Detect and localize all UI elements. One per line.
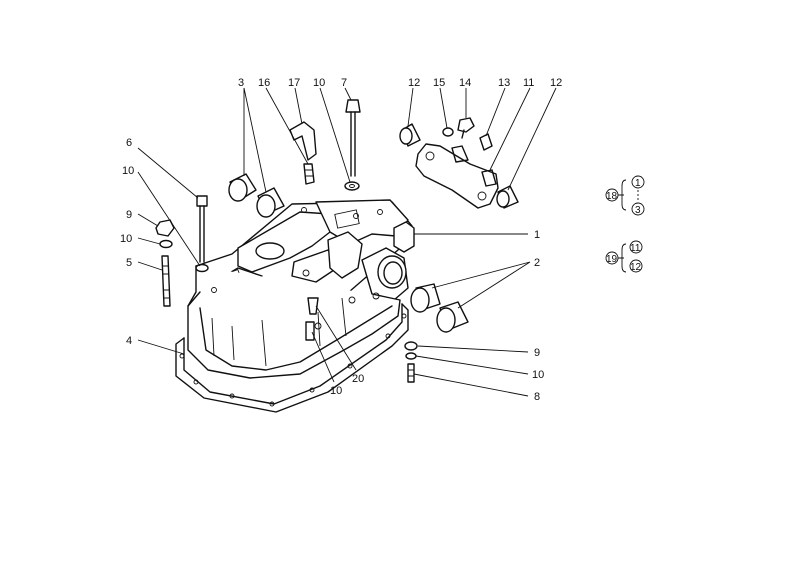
- callout-9: 9: [126, 209, 132, 221]
- assembly-ref: 18: [606, 191, 618, 202]
- stud-8: [407, 363, 415, 383]
- callout-11: 11: [523, 77, 534, 89]
- callout-10: 10: [313, 77, 325, 89]
- washer-10-bolt6: [195, 263, 209, 273]
- washer-10-top: [344, 181, 360, 191]
- nipple-16: [303, 163, 315, 185]
- callout-6: 6: [126, 137, 132, 149]
- callout-2: 2: [534, 257, 540, 269]
- stud-5: [161, 255, 171, 307]
- screw-20: [307, 297, 319, 315]
- bush-2b: [436, 301, 469, 333]
- callout-14: 14: [459, 77, 471, 89]
- washer-15: [442, 127, 454, 137]
- housing-cover: [187, 199, 415, 379]
- bolt-6: [196, 195, 208, 263]
- bolt-7: [345, 99, 361, 177]
- callout-1: 1: [534, 229, 540, 241]
- callout-17: 17: [288, 77, 300, 89]
- assembly-from: 11: [630, 243, 641, 254]
- bush-12a: [399, 123, 421, 147]
- bush-3a: [228, 173, 257, 202]
- callout-3: 3: [238, 77, 244, 89]
- callout-20: 20: [352, 373, 364, 385]
- bush-3b: [256, 187, 285, 218]
- callout-16: 16: [258, 77, 270, 89]
- assembly-ref: 19: [606, 254, 618, 265]
- callout-8: 8: [534, 391, 540, 403]
- callout-15: 15: [433, 77, 445, 89]
- callout-10: 10: [330, 385, 342, 397]
- callout-9: 9: [534, 347, 540, 359]
- washer-10-bottom: [405, 352, 417, 360]
- callout-7: 7: [341, 77, 347, 89]
- bolt-14: [457, 117, 475, 139]
- assembly-19: 19 11 12: [605, 240, 643, 273]
- nut-9-bottom: [404, 341, 418, 351]
- bush-2a: [410, 283, 441, 313]
- nipple-13: [479, 133, 493, 151]
- screw-10-lower: [305, 321, 315, 341]
- washer-10-left: [159, 239, 173, 249]
- callout-13: 13: [498, 77, 510, 89]
- callout-12: 12: [550, 77, 562, 89]
- callout-10: 10: [122, 165, 134, 177]
- callout-10: 10: [532, 369, 544, 381]
- callout-12: 12: [408, 77, 420, 89]
- callout-4: 4: [126, 335, 132, 347]
- callout-5: 5: [126, 257, 132, 269]
- elbow-17: [289, 121, 317, 161]
- callout-10: 10: [120, 233, 132, 245]
- assembly-to: 12: [630, 262, 642, 273]
- bracket: [415, 143, 499, 209]
- bush-12b: [496, 185, 519, 209]
- assembly-18: 18 1 3: [605, 175, 645, 216]
- leader-lines: [137, 87, 557, 397]
- assembly-to: 3: [635, 205, 641, 216]
- gasket: [175, 303, 409, 413]
- assembly-from: 1: [635, 178, 641, 189]
- callouts: 3 16 17 10 7 12 15 14 13 11 12 6 10 9 10…: [120, 77, 562, 403]
